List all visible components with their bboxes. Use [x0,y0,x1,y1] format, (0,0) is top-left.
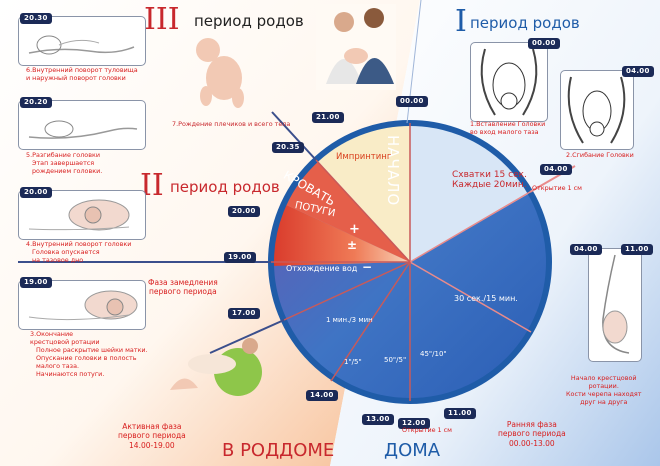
time-1700: 17.00 [228,308,260,319]
caption-open1-top: Открытие 1 см [532,184,582,192]
time-1100-side: 11.00 [621,244,653,255]
in-hospital-label: В РОДДОМЕ [222,440,335,461]
time-1300: 13.00 [362,414,394,425]
period3-numeral: III [144,2,180,37]
time-2100: 21.00 [312,112,344,123]
parents-illustration [316,4,396,90]
time-0000-right: 00.00 [528,38,560,49]
time-0000-wheel: 00.00 [396,96,428,107]
wheel-start-label: НАЧАЛО [384,135,402,207]
newborn-illustration [186,30,256,110]
period2-title: период родов [170,178,280,196]
stage5-illustration [18,100,146,150]
wheel-plus: + [349,222,360,237]
time-2000-wheel: 20.00 [228,206,260,217]
stage6-illustration [18,16,146,66]
caption-stage2: 2.Сгибание Головки [566,151,634,159]
time-1400: 14.00 [306,390,338,401]
time-0400-side: 04.00 [570,244,602,255]
time-2035: 20.35 [272,142,304,153]
birth-ball-illustration [154,328,274,398]
sacral-rotation-illustration [588,248,642,362]
spoke-2035 [315,159,411,263]
time-0400-wheel: 04.00 [540,164,572,175]
wheel-30s15m: 30 сек./15 мин. [454,294,518,303]
wheel-1-5: 1"/5" [344,358,362,366]
wheel-imprinting: Импринтинг [336,152,392,162]
stage3-illustration [18,280,146,330]
spoke-1100 [409,261,532,333]
time-2020: 20.20 [20,97,52,108]
period3-title: период родов [194,12,304,30]
time-2030: 20.30 [20,13,52,24]
time-1200: 12.00 [398,418,430,429]
wheel-1m3m: 1 мин./3 мин [326,316,373,324]
time-1900-left: 19.00 [20,277,52,288]
spoke-1700 [283,261,411,321]
time-0400-right: 04.00 [622,66,654,77]
line-2035 [271,111,317,161]
spoke-1400 [330,261,411,382]
period1-title: период родов [470,14,580,32]
sector-bed [284,160,410,262]
spoke-0400 [409,191,531,263]
time-1100-wheel: 11.00 [444,408,476,419]
caption-open1-bottom: Открытие 1 см [402,426,452,434]
wheel-plusminus: ± [347,238,358,252]
sector-second-period [270,204,410,266]
wheel-waters: Отхождение вод [286,264,358,273]
at-home-label: ДОМА [384,440,441,461]
wheel-50-5: 50"/5" [384,356,407,364]
time-2000-left: 20.00 [20,187,52,198]
line-1700 [209,319,285,354]
stage2-illustration [560,70,634,150]
period1-numeral: I [455,4,467,39]
time-1900-wheel: 19.00 [224,252,256,263]
wheel-minus: − [362,260,373,274]
stage1-illustration [470,42,548,122]
caption-stage7: 7.Рождение плечиков и всего тела [172,120,291,128]
wheel-contractions: Схватки 15 сек.Каждые 20мин. [452,170,527,190]
wheel-45-10: 45"/10" [420,350,447,358]
stage4-illustration [18,190,146,240]
